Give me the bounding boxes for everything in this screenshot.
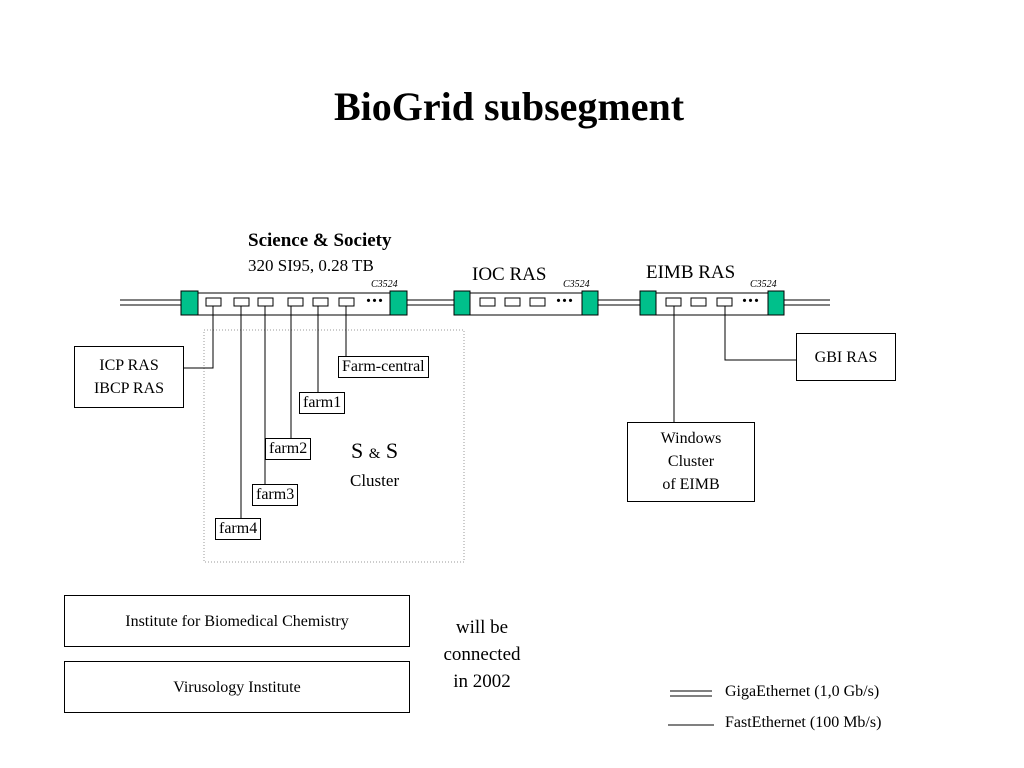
page-title: BioGrid subsegment [334, 84, 685, 129]
institute-box: Institute for Biomedical Chemistry [64, 595, 410, 647]
farm-central-box: Farm-central [338, 356, 429, 378]
science-society-spec: 320 SI95, 0.28 TB [248, 256, 374, 275]
institute-box: Virusology Institute [64, 661, 410, 713]
windows-cluster-line1: Windows [660, 430, 722, 447]
gbi-ras-label: GBI RAS [814, 349, 878, 366]
cluster-label-s1: S [351, 438, 364, 463]
institute-label: Institute for Biomedical Chemistry [125, 613, 349, 630]
note-line: will be [455, 617, 509, 638]
gbi-ras-box: GBI RAS [796, 333, 896, 381]
cluster-label-s2: S [385, 438, 399, 463]
note-line: in 2002 [453, 671, 511, 692]
science-society-label: Science & Society [248, 230, 392, 251]
switch-model-label: C3524 [563, 279, 590, 290]
windows-cluster-line3: of EIMB [662, 476, 720, 493]
note-line: connected [443, 644, 521, 665]
icp-ras-label: ICP RAS [99, 357, 159, 374]
farm1-box: farm1 [299, 392, 346, 414]
gigabit-backbone [120, 299, 830, 306]
switch-model-label: C3524 [371, 279, 398, 290]
fast-ethernet-links [184, 306, 796, 518]
eimb-ras-label: EIMB RAS [646, 262, 736, 283]
farm3-box: farm3 [252, 484, 299, 506]
switch-eimb-ras [639, 290, 785, 316]
legend-gigaethernet: GigaEthernet (1,0 Gb/s) [725, 683, 880, 700]
switch-ioc-ras [453, 290, 599, 316]
windows-cluster-line2: Cluster [667, 453, 715, 470]
switch-science-society [180, 290, 408, 316]
cluster-label: S & S [351, 438, 398, 463]
windows-cluster-box: Windows Cluster of EIMB [627, 422, 755, 502]
switch-model-label: C3524 [750, 279, 777, 290]
legend-line-samples [668, 690, 714, 726]
legend-fastethernet: FastEthernet (100 Mb/s) [725, 714, 882, 731]
cluster-frame [203, 329, 465, 563]
ellipsis: ... [556, 285, 574, 307]
icp-ibcp-box: ICP RAS IBCP RAS [74, 346, 184, 408]
ioc-ras-label: IOC RAS [472, 264, 547, 285]
cluster-label-word: Cluster [350, 471, 400, 490]
ellipsis: ... [366, 285, 384, 307]
farm4-box: farm4 [215, 518, 262, 540]
connection-note: will be connected in 2002 [434, 614, 530, 695]
ibcp-ras-label: IBCP RAS [93, 380, 165, 397]
farm2-box: farm2 [265, 438, 312, 460]
ellipsis: ... [742, 285, 760, 307]
institute-label: Virusology Institute [173, 679, 301, 696]
cluster-label-amp: & [368, 446, 381, 462]
